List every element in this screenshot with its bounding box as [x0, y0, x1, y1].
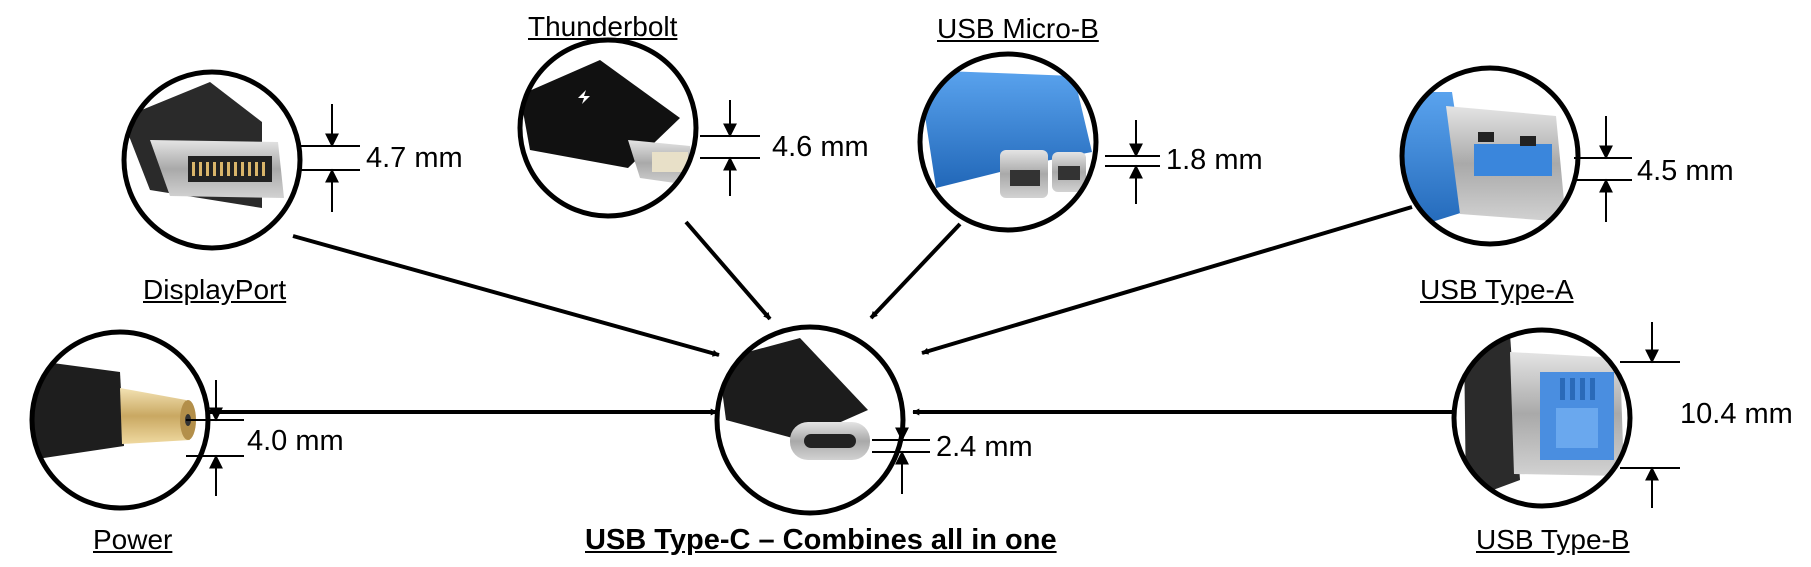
dimension-label-displayport: 4.7 mm — [366, 142, 463, 174]
usb-micro-b-connector-photo — [917, 51, 1099, 233]
label-usb-type-a: USB Type-A — [1420, 274, 1574, 305]
displayport-connector-photo — [121, 69, 303, 251]
thunderbolt-connector-photo — [517, 37, 699, 219]
micro-b-housing — [920, 70, 1092, 188]
thunderbolt-circle — [517, 37, 699, 219]
type-c-dimension-marker — [872, 398, 930, 494]
arrow-displayport-to-type-c — [292, 234, 720, 357]
type-b-housing — [1464, 334, 1520, 500]
usb-type-c-connector-photo — [714, 324, 906, 516]
thunderbolt-housing — [520, 60, 680, 168]
dimension-label-usb-type-b: 10.4 mm — [1680, 398, 1793, 430]
arrow-thunderbolt-to-type-c — [684, 220, 772, 321]
type-a-dimension-marker — [1574, 116, 1632, 222]
dimension-label-power: 4.0 mm — [247, 425, 344, 457]
usb-type-b-connector-photo — [1451, 327, 1633, 509]
label-thunderbolt: Thunderbolt — [528, 11, 678, 42]
type-c-housing — [718, 338, 868, 440]
power-housing — [32, 360, 124, 460]
label-displayport: DisplayPort — [143, 274, 287, 305]
arrow-micro-b-to-type-c — [869, 222, 962, 320]
label-usb-type-b: USB Type-B — [1476, 524, 1630, 555]
type-b-dimension-marker — [1620, 322, 1680, 508]
micro-b-dimension-marker — [1105, 120, 1160, 204]
displayport-circle — [121, 69, 303, 251]
connection-arrows — [208, 205, 1454, 416]
thunderbolt-dimension-marker — [700, 100, 760, 196]
usb-type-a-circle — [1399, 65, 1581, 247]
dimension-markers — [186, 100, 1680, 508]
dimension-label-thunderbolt: 4.6 mm — [772, 131, 869, 163]
dimension-label-usb-type-a: 4.5 mm — [1637, 155, 1734, 187]
dimension-label-usb-micro-b: 1.8 mm — [1166, 144, 1263, 176]
usb-micro-b-circle — [917, 51, 1099, 233]
label-usb-micro-b: USB Micro-B — [937, 13, 1099, 44]
arrow-type-a-to-type-c — [921, 205, 1413, 355]
dimension-label-usb-type-c: 2.4 mm — [936, 431, 1033, 463]
thunderbolt-logo-icon — [578, 90, 590, 104]
usb-type-a-connector-photo — [1399, 65, 1581, 247]
displayport-dimension-marker — [300, 104, 360, 212]
power-dimension-marker — [186, 380, 244, 496]
usb-type-b-circle — [1451, 327, 1633, 509]
label-power: Power — [93, 524, 173, 555]
diagram-title: USB Type-C – Combines all in one — [585, 524, 1057, 556]
